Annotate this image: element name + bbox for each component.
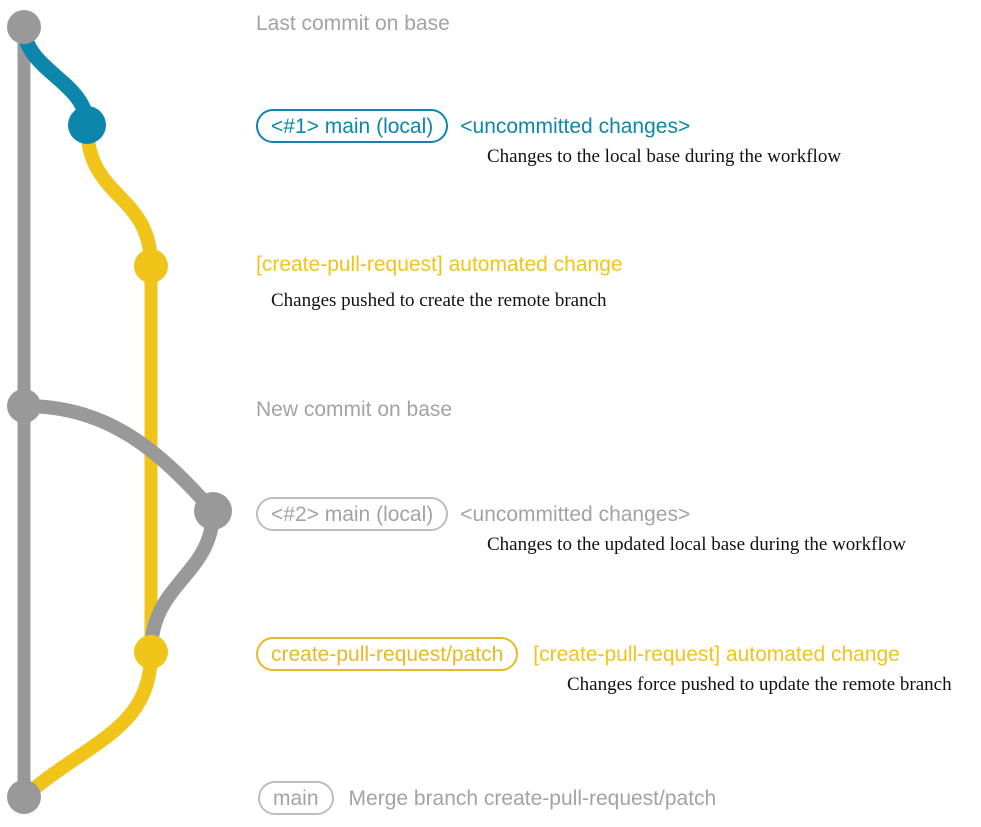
row-merge-commit: main Merge branch create-pull-request/pa… [258, 781, 716, 815]
branch-badge-remote-patch[interactable]: create-pull-request/patch [256, 637, 519, 671]
node-base-new[interactable] [7, 389, 41, 423]
branch-badge-main[interactable]: main [258, 781, 334, 815]
node-base-head[interactable] [7, 10, 41, 44]
node-local-change-2[interactable] [194, 492, 232, 530]
edge-local-1-to-remote-1 [80, 118, 158, 273]
row-local-uncommitted-1: <#1> main (local) <uncommitted changes> [256, 109, 690, 143]
edge-base-to-local-2 [17, 399, 220, 518]
row-subtext-local-uncommitted-2: Changes to the updated local base during… [487, 534, 906, 555]
row-headline: [create-pull-request] automated change [256, 253, 623, 276]
row-subtext-local-uncommitted-1: Changes to the local base during the wor… [487, 146, 842, 167]
row-subtext-automated-change-1: Changes pushed to create the remote bran… [271, 290, 607, 311]
row-headline: Merge branch create-pull-request/patch [348, 786, 717, 810]
edge-local-2-to-remote-2 [144, 504, 220, 659]
node-remote-commit-1[interactable] [134, 249, 168, 283]
row-subtext-automated-change-2: Changes force pushed to update the remot… [567, 674, 952, 695]
node-merge-commit[interactable] [7, 780, 41, 814]
row-headline: <uncommitted changes> [460, 502, 691, 526]
row-new-commit-on-base: New commit on base [256, 399, 452, 420]
row-headline: New commit on base [256, 398, 453, 421]
branch-badge-local-1[interactable]: <#1> main (local) [256, 109, 449, 143]
edge-remote-2-to-merge [17, 645, 158, 804]
row-headline: <uncommitted changes> [460, 114, 691, 138]
row-automated-change-1: [create-pull-request] automated change [256, 254, 623, 275]
row-automated-change-2: create-pull-request/patch [create-pull-r… [256, 637, 900, 671]
row-headline: [create-pull-request] automated change [533, 642, 900, 666]
node-local-change-1[interactable] [68, 106, 106, 144]
row-last-commit-on-base: Last commit on base [256, 13, 450, 34]
branch-badge-local-2[interactable]: <#2> main (local) [256, 497, 449, 531]
node-remote-commit-2[interactable] [134, 635, 168, 669]
row-headline: Last commit on base [256, 12, 450, 35]
row-local-uncommitted-2: <#2> main (local) <uncommitted changes> [256, 497, 690, 531]
